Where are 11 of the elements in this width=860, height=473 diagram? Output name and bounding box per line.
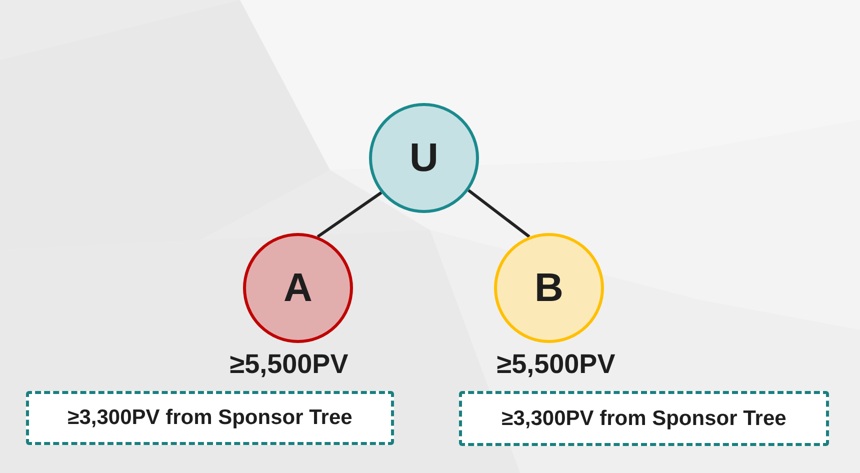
requirement-text: ≥3,300PV from Sponsor Tree [68,406,352,430]
pv-threshold-label: ≥5,500PV [496,351,616,378]
pv-threshold-label: ≥5,500PV [230,351,348,378]
node-letter: A [284,268,312,308]
dashed-box [26,391,394,445]
requirement-text: ≥3,300PV from Sponsor Tree [502,406,786,430]
node-letter: U [410,138,438,178]
dashed-box [459,391,829,446]
node-letter: B [534,268,564,308]
connector-line [316,191,382,238]
connector-line [468,189,530,238]
